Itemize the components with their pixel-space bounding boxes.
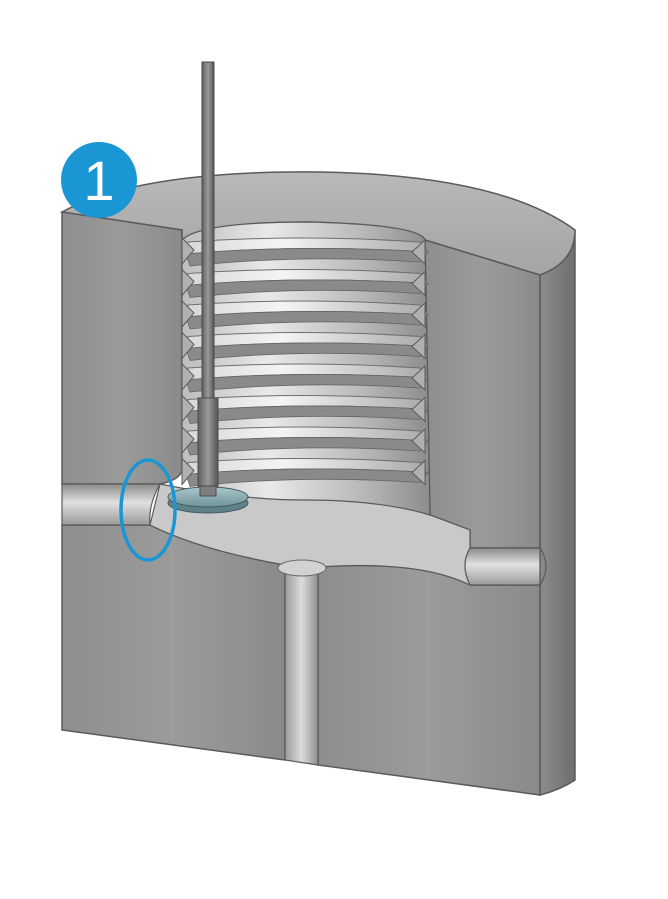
thread-tooth-left [181,394,195,423]
thread-tooth-left [181,331,195,360]
side-channel-left [61,483,162,526]
thread-root [185,468,429,487]
thread-tooth-right [411,427,426,455]
thread-root [185,405,429,424]
thread-tooth-right [411,333,426,360]
internal-threads [181,236,430,487]
cylinder-outer-side [539,229,576,796]
section-face-right [424,238,541,549]
thread-root [185,248,429,267]
thread-root [185,342,429,361]
thread-tooth-right [411,459,426,486]
vertical-drain-channel [284,560,319,766]
thread-tooth-left [181,425,195,455]
step-number-text: 1 [83,149,114,212]
thread-root [185,437,429,456]
thread-tooth-right [411,238,426,266]
rod-base [199,485,217,497]
drain-opening [277,559,327,577]
section-face-bottom-left [61,524,286,761]
thread-tooth-right [411,364,426,392]
thread-tooth-left [181,299,195,329]
thread-root [185,311,429,330]
section-face-left [61,211,183,485]
side-channel-right-outer [539,547,547,586]
thread-tooth-left [181,268,195,297]
thread-root [185,374,429,393]
thread-root [185,279,429,298]
thread-tooth-left [181,236,195,266]
thread-tooth-left [181,457,195,486]
side-channel-right [464,547,541,586]
section-face-bottom-right [317,564,541,796]
thread-tooth-right [411,270,426,297]
thread-tooth-right [411,396,426,423]
probe-rod [201,61,215,403]
thread-tooth-left [181,362,195,392]
thread-tooth-right [411,301,426,329]
highlight-ellipse [119,458,177,562]
step-number-badge: 1 [61,142,137,218]
probe-rod-sleeve [197,397,219,491]
